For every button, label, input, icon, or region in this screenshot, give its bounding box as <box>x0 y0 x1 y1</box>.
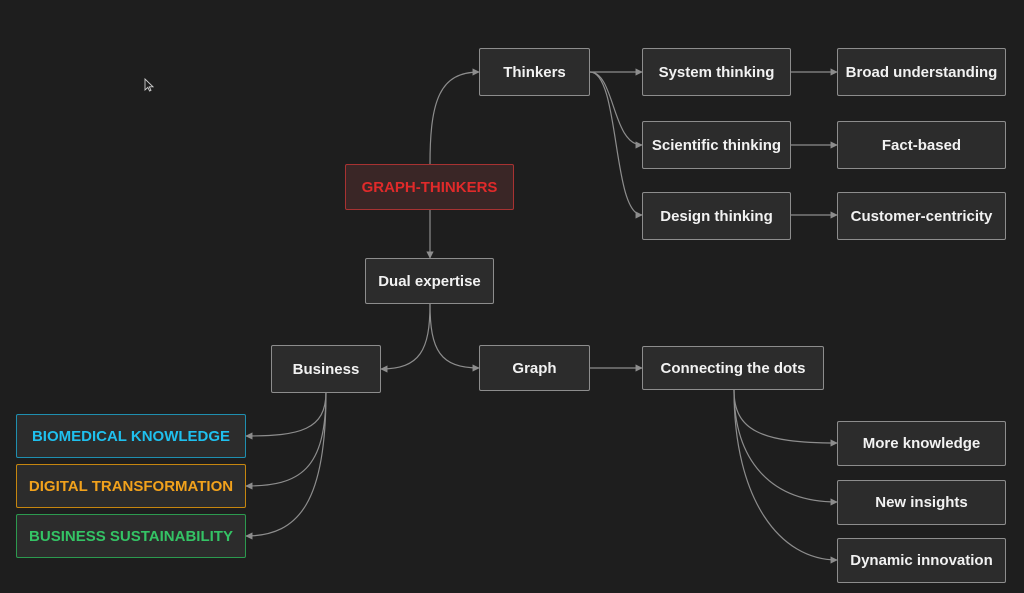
node-broad-understanding[interactable]: Broad understanding <box>837 48 1006 96</box>
node-thinkers[interactable]: Thinkers <box>479 48 590 96</box>
edge-root-thinkers <box>429 68 480 165</box>
edge-connecting-insights <box>733 389 838 506</box>
node-dynamic-innovation[interactable]: Dynamic innovation <box>837 538 1006 583</box>
node-customer-centricity[interactable]: Customer-centricity <box>837 192 1006 240</box>
edge-thinkers-scientific <box>589 71 643 149</box>
edge-connecting-knowledge <box>733 389 838 447</box>
node-business-sustainability[interactable]: BUSINESS SUSTAINABILITY <box>16 514 246 558</box>
root-node[interactable]: GRAPH-THINKERS <box>345 164 514 210</box>
edge-business-biomedical <box>245 391 327 440</box>
edge-business-digital <box>245 391 327 490</box>
node-digital-transformation[interactable]: DIGITAL TRANSFORMATION <box>16 464 246 508</box>
node-scientific-thinking[interactable]: Scientific thinking <box>642 121 791 169</box>
edge-dual-graph <box>429 303 480 372</box>
node-graph[interactable]: Graph <box>479 345 590 391</box>
node-fact-based[interactable]: Fact-based <box>837 121 1006 169</box>
node-biomedical-knowledge[interactable]: BIOMEDICAL KNOWLEDGE <box>16 414 246 458</box>
mouse-pointer-icon <box>144 78 154 92</box>
node-more-knowledge[interactable]: More knowledge <box>837 421 1006 466</box>
node-business[interactable]: Business <box>271 345 381 393</box>
edge-dual-business <box>380 303 431 373</box>
node-design-thinking[interactable]: Design thinking <box>642 192 791 240</box>
node-dual-expertise[interactable]: Dual expertise <box>365 258 494 304</box>
edge-business-sustainability <box>245 391 327 540</box>
node-connecting-the-dots[interactable]: Connecting the dots <box>642 346 824 390</box>
edge-connecting-innovation <box>733 389 838 564</box>
node-system-thinking[interactable]: System thinking <box>642 48 791 96</box>
edge-thinkers-design <box>589 71 643 219</box>
node-new-insights[interactable]: New insights <box>837 480 1006 525</box>
